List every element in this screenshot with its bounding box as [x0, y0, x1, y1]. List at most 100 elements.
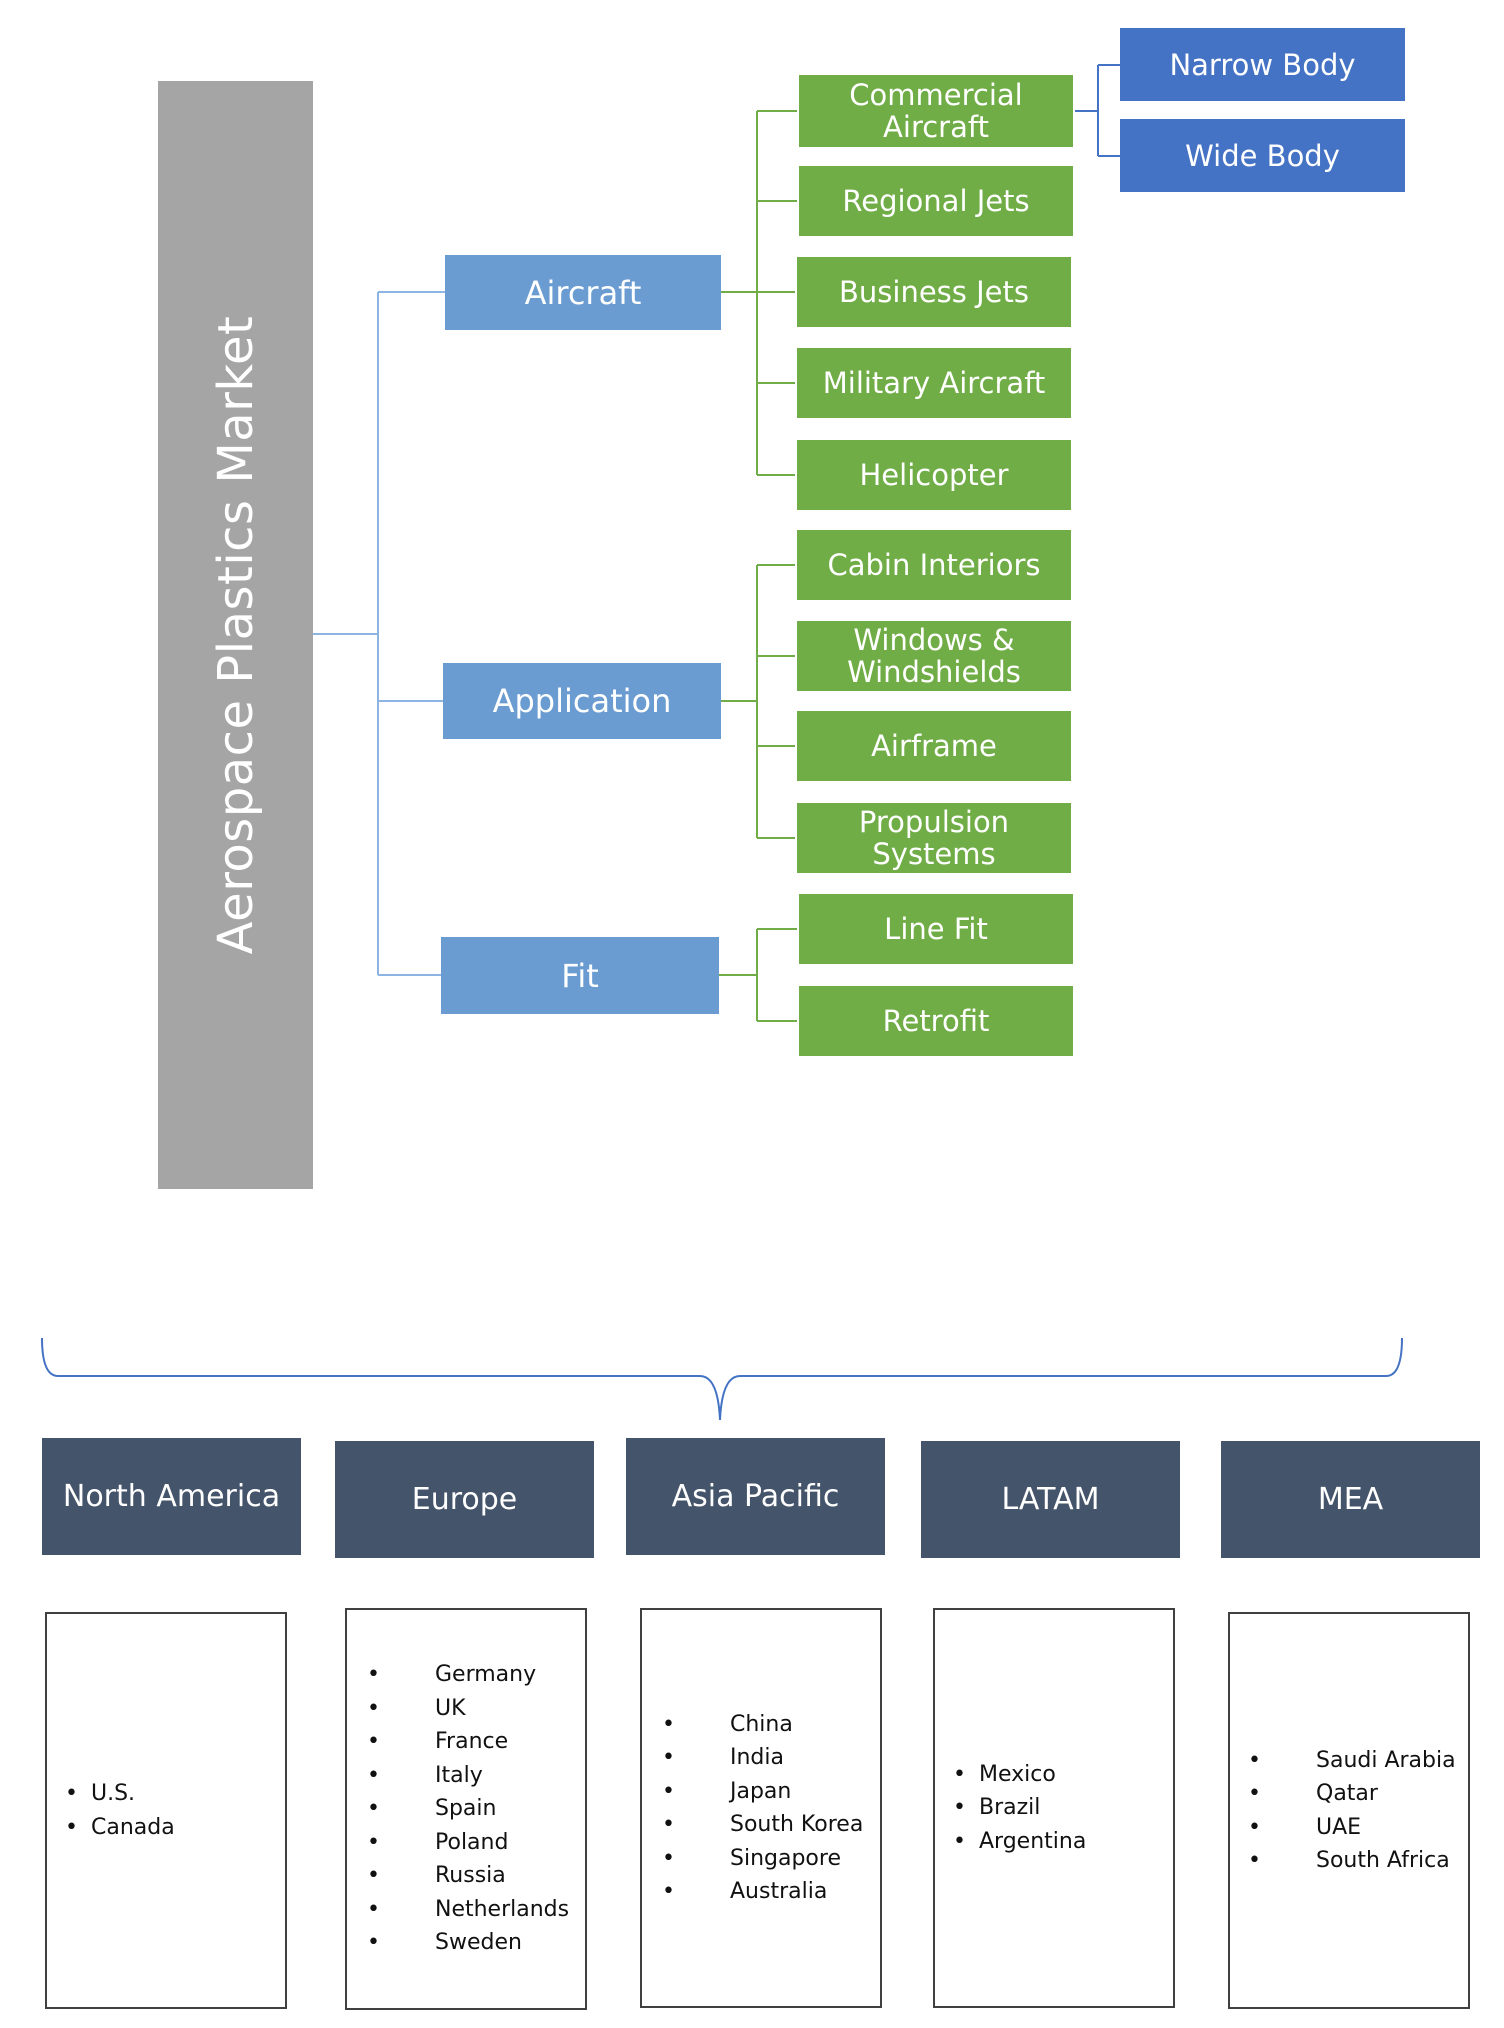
- country-name: Canada: [91, 1814, 175, 1840]
- region-latam: LATAM: [921, 1441, 1180, 1558]
- country-name: Mexico: [979, 1761, 1056, 1787]
- list-item: •China: [662, 1711, 793, 1737]
- list-item: •Spain: [367, 1796, 497, 1822]
- leaf-label: Propulsion Systems: [858, 805, 1010, 871]
- list-item: •Mexico: [953, 1761, 1056, 1787]
- leaf-label: Military Aircraft: [822, 366, 1046, 400]
- countries-north-america: •U.S. •Canada: [45, 1612, 287, 2009]
- country-name: Australia: [730, 1879, 828, 1904]
- leaf-retrofit: Retrofit: [797, 984, 1075, 1058]
- country-name: Russia: [435, 1863, 506, 1889]
- list-item: •South Korea: [662, 1812, 864, 1837]
- list-item: •France: [367, 1729, 509, 1755]
- country-name: U.S.: [91, 1781, 136, 1806]
- list-item: •Germany: [367, 1662, 537, 1688]
- country-name: Saudi Arabia: [1316, 1747, 1456, 1773]
- leaf-label: Business Jets: [839, 275, 1029, 309]
- list-item: •South Africa: [1248, 1848, 1450, 1873]
- country-list: •Germany •UK •France •Italy •Spain •Pola…: [367, 1658, 569, 1960]
- leaf-propulsion-systems: Propulsion Systems: [795, 801, 1073, 875]
- list-item: •UK: [367, 1695, 466, 1721]
- region-label: MEA: [1317, 1482, 1384, 1517]
- country-name: India: [730, 1745, 784, 1770]
- list-item: •Australia: [662, 1879, 828, 1904]
- leaf-line-fit: Line Fit: [797, 892, 1075, 966]
- region-label: Asia Pacific: [671, 1479, 840, 1514]
- list-item: •Italy: [367, 1762, 483, 1788]
- country-list: •Mexico •Brazil •Argentina: [953, 1758, 1086, 1859]
- category-fit: Fit: [441, 937, 719, 1014]
- leaf-label: Airframe: [871, 729, 997, 763]
- category-label: Aircraft: [524, 273, 642, 312]
- country-name: South Africa: [1316, 1848, 1450, 1873]
- region-mea: MEA: [1221, 1441, 1480, 1558]
- country-name: UAE: [1316, 1814, 1362, 1840]
- root-node: Aerospace Plastics Market: [158, 81, 313, 1189]
- list-item: •Brazil: [953, 1795, 1041, 1821]
- leaf-cabin-interiors: Cabin Interiors: [795, 528, 1073, 602]
- region-label: LATAM: [1001, 1482, 1100, 1517]
- country-name: Brazil: [979, 1795, 1041, 1821]
- leaf-military-aircraft: Military Aircraft: [795, 346, 1073, 420]
- root-label: Aerospace Plastics Market: [207, 315, 264, 955]
- countries-latam: •Mexico •Brazil •Argentina: [933, 1608, 1175, 2008]
- leaf-label: Commercial Aircraft: [849, 78, 1023, 144]
- region-label: Europe: [411, 1482, 518, 1517]
- category-application: Application: [443, 663, 721, 739]
- leaf-label: Regional Jets: [842, 184, 1030, 218]
- countries-europe: •Germany •UK •France •Italy •Spain •Pola…: [345, 1608, 587, 2010]
- country-name: Singapore: [730, 1845, 841, 1871]
- country-name: China: [730, 1711, 793, 1737]
- subleaf-label: Wide Body: [1185, 138, 1340, 173]
- leaf-commercial-aircraft: Commercial Aircraft: [797, 73, 1075, 149]
- country-list: •U.S. •Canada: [65, 1777, 175, 1844]
- leaf-helicopter: Helicopter: [795, 438, 1073, 512]
- list-item: •Canada: [65, 1814, 175, 1840]
- country-name: Italy: [435, 1762, 483, 1788]
- list-item: •India: [662, 1745, 784, 1770]
- country-name: Germany: [435, 1662, 537, 1688]
- country-name: Netherlands: [435, 1896, 570, 1922]
- list-item: •Qatar: [1248, 1781, 1378, 1806]
- region-label: North America: [62, 1479, 281, 1514]
- country-name: Argentina: [979, 1828, 1087, 1854]
- list-item: •Netherlands: [367, 1896, 570, 1922]
- country-name: Spain: [435, 1796, 497, 1822]
- leaf-airframe: Airframe: [795, 709, 1073, 783]
- list-item: •Russia: [367, 1863, 506, 1889]
- subleaf-label: Narrow Body: [1169, 47, 1356, 82]
- subleaf-wide-body: Wide Body: [1120, 119, 1405, 192]
- category-label: Application: [492, 682, 672, 720]
- list-item: •Saudi Arabia: [1248, 1747, 1456, 1773]
- countries-mea: •Saudi Arabia •Qatar •UAE •South Africa: [1228, 1612, 1470, 2009]
- leaf-label: Helicopter: [859, 458, 1009, 492]
- leaf-label: Cabin Interiors: [827, 548, 1041, 582]
- country-name: France: [435, 1729, 509, 1755]
- list-item: •Singapore: [662, 1845, 841, 1871]
- country-name: Poland: [435, 1829, 509, 1855]
- country-list: •China •India •Japan •South Korea •Singa…: [662, 1708, 863, 1909]
- country-name: South Korea: [730, 1812, 864, 1837]
- leaf-label: Retrofit: [882, 1004, 990, 1038]
- leaf-business-jets: Business Jets: [795, 255, 1073, 329]
- country-name: Qatar: [1316, 1781, 1378, 1806]
- countries-asia-pacific: •China •India •Japan •South Korea •Singa…: [640, 1608, 882, 2008]
- category-aircraft: Aircraft: [445, 255, 721, 330]
- list-item: •UAE: [1248, 1814, 1362, 1840]
- leaf-label: Line Fit: [884, 912, 988, 946]
- country-name: UK: [435, 1695, 466, 1721]
- list-item: •Argentina: [953, 1828, 1087, 1854]
- list-item: •Poland: [367, 1829, 509, 1855]
- leaf-label: Windows & Windshields: [847, 623, 1021, 689]
- country-name: Sweden: [435, 1930, 522, 1956]
- region-north-america: North America: [42, 1438, 301, 1555]
- leaf-regional-jets: Regional Jets: [797, 164, 1075, 238]
- country-name: Japan: [730, 1778, 792, 1804]
- country-list: •Saudi Arabia •Qatar •UAE •South Africa: [1248, 1744, 1456, 1878]
- subleaf-narrow-body: Narrow Body: [1120, 28, 1405, 101]
- region-europe: Europe: [335, 1441, 594, 1558]
- list-item: •U.S.: [65, 1781, 136, 1806]
- leaf-windows-windshields: Windows & Windshields: [795, 619, 1073, 693]
- region-asia-pacific: Asia Pacific: [626, 1438, 885, 1555]
